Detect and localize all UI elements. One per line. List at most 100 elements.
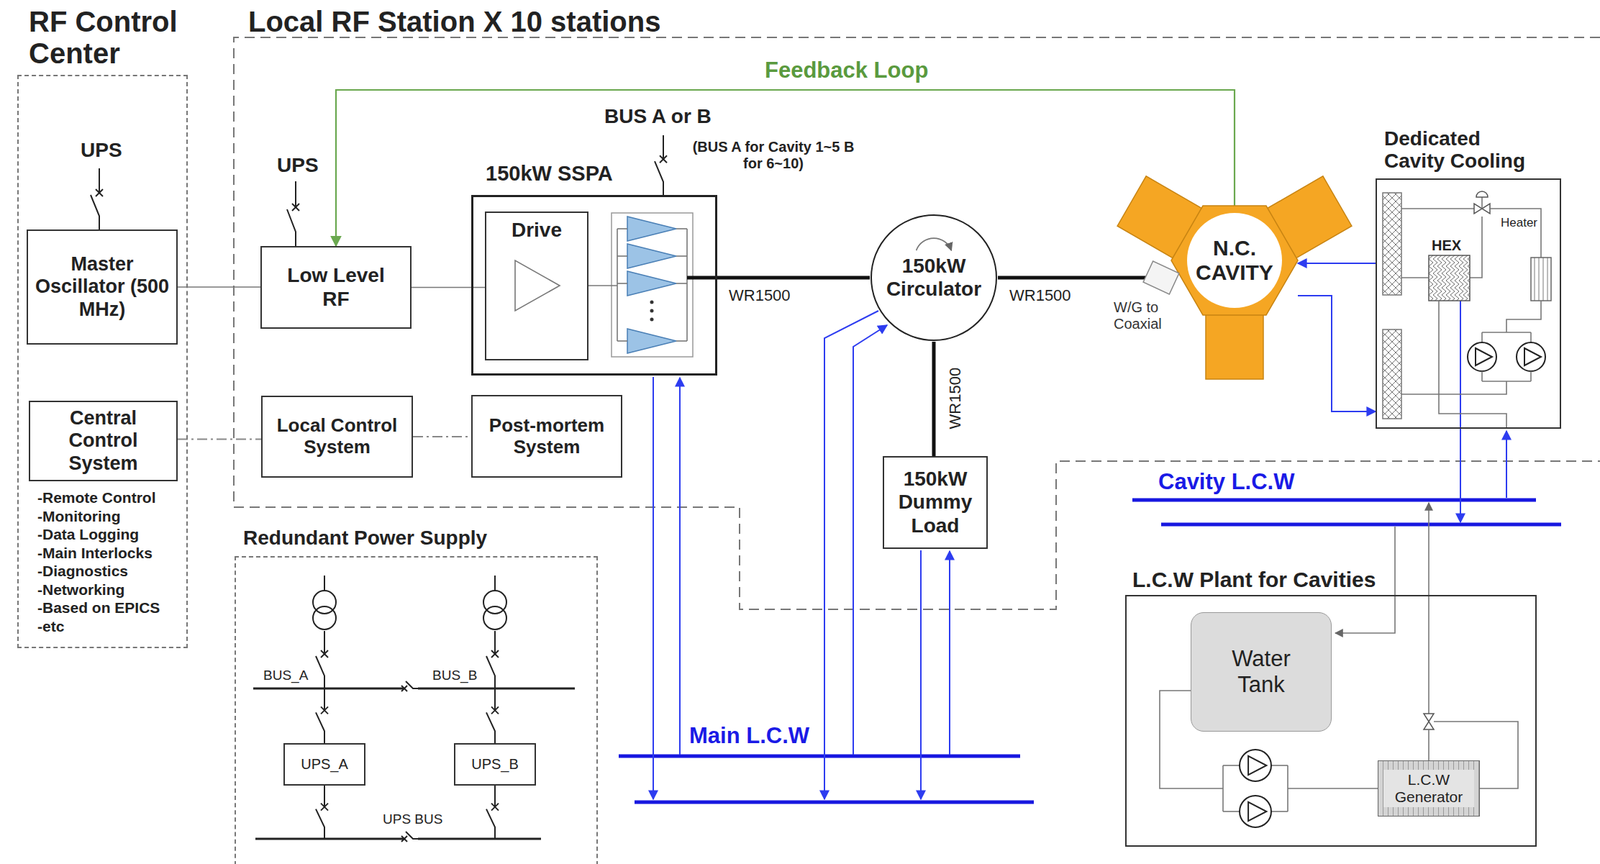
breaker-symbol [320, 706, 329, 714]
annotation: -Remote Control [37, 489, 157, 507]
pipe [1482, 331, 1531, 334]
coaxial-transition [1143, 261, 1180, 295]
pipe [1223, 764, 1240, 767]
box-body: Post-mortem System [472, 396, 621, 477]
pump-symbol [1248, 756, 1267, 775]
pipe [1287, 787, 1378, 790]
label-slot: Cavity L.C.W [1158, 469, 1295, 495]
water-pipe [679, 377, 681, 755]
connector [177, 286, 261, 288]
group-heading: 150kW SSPA [485, 162, 702, 186]
amplifier-wire [617, 255, 628, 257]
box-body: L.C.W Generator [1378, 761, 1480, 816]
breaker-symbol [491, 706, 499, 714]
breaker-symbol [494, 688, 496, 711]
breaker-symbol [401, 835, 408, 842]
label-slot: BUS_B [432, 667, 477, 684]
heading-slot: Redundant Power Supply [243, 527, 546, 550]
breaker-symbol [292, 203, 300, 211]
annotation: BUS_A [263, 667, 308, 684]
breaker-symbol [323, 688, 326, 711]
pump-symbol [1516, 342, 1546, 372]
annotation: UPS [80, 138, 123, 162]
breaker-symbol [323, 630, 326, 654]
breaker-symbol [491, 803, 499, 811]
circulator-circle: 150kW Circulator [869, 213, 998, 342]
pipe [1481, 371, 1483, 382]
water-pipe [652, 376, 654, 800]
annotation: BUS A or B [604, 105, 712, 129]
breaker-symbol [320, 803, 329, 811]
pipe [1222, 765, 1224, 812]
breaker-symbol [323, 785, 326, 808]
breaker-symbol [320, 650, 329, 658]
breaker-symbol [494, 630, 496, 654]
breaker-symbol [405, 831, 418, 839]
heading-slot: RF Control Center [28, 5, 202, 70]
combiner-wire [686, 228, 688, 342]
heat-exchanger-block [1382, 192, 1402, 295]
water-pipe [853, 325, 888, 755]
splitter-wire [616, 228, 618, 342]
bus-bar [253, 687, 398, 690]
drive-amplifier-symbol [515, 260, 560, 311]
header-pipe [1132, 498, 1536, 503]
annotation: W/G to Coaxial [1113, 299, 1179, 333]
breaker-symbol [401, 835, 408, 842]
amplifier-symbol [627, 243, 677, 269]
connector [717, 276, 870, 280]
heater-symbol [1530, 257, 1552, 301]
box-label: Post-mortem System [478, 415, 616, 459]
heading-slot: L.C.W Plant for Cavities [1132, 567, 1507, 592]
breaker-symbol [662, 135, 665, 159]
water-pipe [920, 550, 922, 800]
pipe [1223, 810, 1240, 813]
box-label: Water Tank [1212, 646, 1311, 698]
cavity-center [1187, 212, 1283, 308]
ups-box: UPS_A [283, 743, 366, 786]
valve-stem [1481, 197, 1483, 209]
box-body: Drive [486, 212, 588, 359]
pump-symbol [1248, 802, 1267, 821]
breaker-symbol [491, 803, 499, 811]
heat-exchanger-block [1382, 329, 1402, 419]
breaker-symbol [491, 650, 499, 658]
box-label: 150kW Circulator [879, 254, 988, 301]
dummy-load-box: 150kW Dummy Load [882, 456, 988, 549]
edge-label: WR1500 [1007, 286, 1074, 305]
annotation: UPS BUS [382, 811, 443, 828]
valve-actuator [1476, 191, 1488, 198]
group-heading: L.C.W Plant for Cavities [1132, 567, 1507, 592]
box-body: Water Tank [1191, 612, 1331, 731]
pipe [1271, 764, 1288, 767]
connector [1297, 262, 1376, 265]
group-heading: Dedicated Cavity Cooling [1384, 128, 1539, 173]
annotation: -Monitoring [37, 507, 121, 526]
amplifier-symbol [627, 271, 677, 296]
label-slot: Main L.C.W [689, 723, 810, 749]
annotation: Main L.C.W [689, 723, 810, 749]
connector [932, 341, 936, 457]
label-slot: BUS A or B [604, 105, 712, 129]
bus-bar [417, 687, 575, 690]
region-outline [233, 37, 1600, 610]
pump-symbol [1239, 749, 1272, 782]
annotation: -Diagnostics [37, 562, 129, 580]
label-slot: UPS [80, 138, 123, 162]
pipe [1428, 502, 1430, 714]
breaker-symbol [320, 803, 329, 811]
water-tank: Water Tank [1190, 612, 1332, 732]
breaker-symbol [405, 681, 418, 689]
waveguide [687, 276, 718, 280]
breaker-symbol [287, 209, 296, 247]
label-slot: -Networking [37, 581, 125, 599]
plant-box: Water TankL.C.W GeneratorL.C.W Plant for… [1125, 594, 1537, 847]
edge-label: Feedback Loop [762, 57, 931, 84]
heading-slot: 150kW SSPA [485, 162, 702, 186]
connector [1297, 295, 1376, 412]
breaker-symbol [659, 155, 667, 163]
breaker-symbol [486, 656, 495, 689]
label-slot: -Diagnostics [37, 562, 129, 580]
box-label: N.C. CAVITY [1187, 235, 1282, 286]
